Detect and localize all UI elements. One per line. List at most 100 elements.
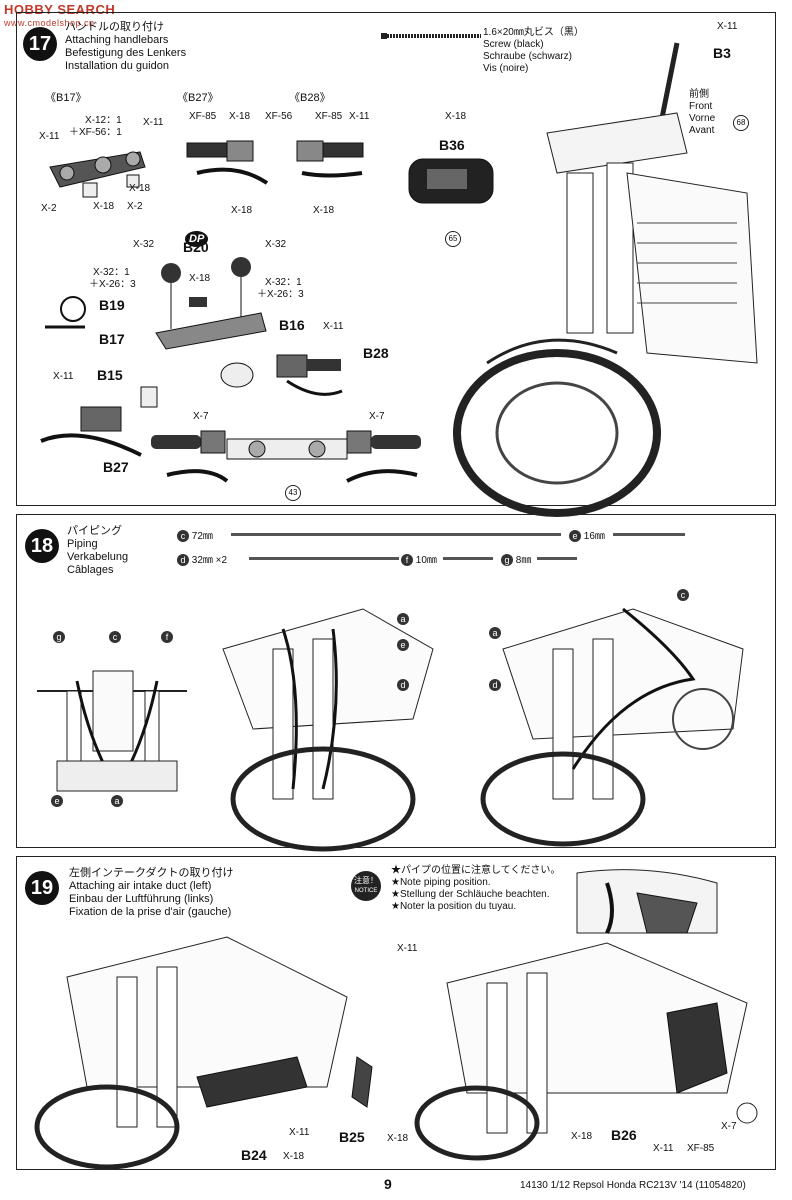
label-x7-b: X-7 — [369, 411, 385, 422]
product-code: 14130 1/12 Repsol Honda RC213V '14 (1105… — [520, 1180, 746, 1191]
front-jp: 前側 — [689, 89, 709, 100]
label-x11-b16: X-11 — [323, 321, 344, 332]
label-x18-b27b: X-18 — [231, 205, 253, 216]
label-x18-b25: X-18 — [387, 1133, 409, 1144]
title-en: Attaching handlebars — [65, 34, 169, 46]
front-de: Vorne — [689, 113, 716, 124]
title-de: Befestigung des Lenkers — [65, 47, 187, 59]
pipe-e-bar — [613, 533, 685, 536]
label-x32-1b: X-32：1 — [265, 277, 302, 288]
watermark: HOBBY SEARCH www.cmodelshop.cn — [4, 2, 116, 28]
pipe-g-letter: g — [501, 554, 513, 566]
pipe-f-letter: f — [401, 554, 413, 566]
label-x18-b17: X-18 — [93, 201, 115, 212]
front-fr: Avant — [689, 125, 715, 136]
label-x32-a: X-32 — [133, 239, 155, 250]
step-title: パイピング Piping Verkabelung Câblages — [67, 525, 128, 577]
pipe-f: f 10㎜ — [401, 551, 437, 566]
watermark-site: www.cmodelshop.cn — [4, 18, 95, 28]
pipe-c: c 72㎜ — [177, 527, 213, 542]
group-b27: 《B27》 — [177, 92, 219, 104]
title-jp: パイピング — [67, 525, 122, 537]
step-title: ハンドルの取り付け Attaching handlebars Befestigu… — [65, 21, 186, 73]
label-x7-a: X-7 — [193, 411, 209, 422]
marker-c-front: c — [109, 631, 121, 643]
pipe-d-bar — [249, 557, 399, 560]
title-jp: 左側インテークダクトの取り付け — [69, 867, 234, 879]
watermark-name: HOBBY SEARCH — [4, 2, 116, 17]
label-b27: B27 — [103, 459, 129, 475]
piping-detail-inset — [576, 869, 718, 934]
group-b17: 《B17》 — [45, 92, 87, 104]
screw-en: Screw (black) — [483, 39, 544, 50]
label-x11-b28: X-11 — [349, 111, 370, 122]
label-xf85-b28: XF-85 — [315, 111, 343, 122]
title-de: Verkabelung — [67, 551, 129, 563]
label-x32-1: X-32：1 — [93, 267, 130, 278]
pipe-f-bar — [443, 557, 493, 560]
step-number: 18 — [25, 529, 59, 563]
label-x18-b24: X-18 — [283, 1151, 305, 1162]
label-x18-b27: X-18 — [229, 111, 251, 122]
left-side-illustration — [222, 608, 434, 852]
screw-label: 1.6×20㎜丸ビス（黒） Screw (black) Schraube (sc… — [483, 27, 584, 75]
step-19-panel: 19 左側インテークダクトの取り付け Attaching air intake … — [16, 856, 776, 1170]
front-view-illustration — [37, 670, 187, 792]
group-b28: 《B28》 — [289, 92, 331, 104]
title-fr: Installation du guidon — [65, 60, 169, 72]
pipe-g-bar — [537, 557, 577, 560]
label-b36: B36 — [439, 137, 465, 153]
label-x11-top: X-11 — [717, 21, 738, 32]
label-b19: B19 — [99, 297, 125, 313]
screw-fr: Vis (noire) — [483, 63, 529, 74]
notice-en: NOTICE — [354, 888, 378, 894]
pipe-c-length: 72㎜ — [191, 531, 213, 542]
label-xf85-b27: XF-85 — [189, 111, 217, 122]
label-b25: B25 — [339, 1129, 365, 1145]
label-xf56-b28: XF-56 — [265, 111, 293, 122]
label-x11-top: X-11 — [397, 943, 418, 954]
title-fr: Câblages — [67, 564, 114, 576]
left-bike-illustration — [34, 936, 373, 1170]
label-xf56-1: ＋XF-56：1 — [69, 127, 122, 138]
step-number: 19 — [25, 871, 59, 905]
ref-65: 65 — [445, 231, 461, 247]
b27-lever — [40, 386, 158, 457]
pipe-g: g 8㎜ — [501, 551, 531, 566]
notice-badge: 注意！ NOTICE — [351, 871, 381, 901]
handlebar-assembly — [151, 430, 421, 483]
title-jp: ハンドルの取り付け — [65, 21, 164, 33]
label-x18-b36: X-18 — [445, 111, 467, 122]
label-x11-b26: X-11 — [653, 1143, 674, 1154]
marker-a-left: a — [397, 613, 409, 625]
front-en: Front — [689, 101, 713, 112]
label-b20: B20 — [183, 239, 209, 255]
label-x11-b17: X-11 — [143, 117, 164, 128]
b16-b28-parts — [220, 354, 343, 396]
label-x18-b28b: X-18 — [313, 205, 335, 216]
label-x11-b15: X-11 — [53, 371, 74, 382]
label-x18-b26: X-18 — [571, 1131, 593, 1142]
notice-text: ★パイプの位置に注意してください。 ★Note piping position.… — [391, 865, 560, 913]
label-x26-3: ＋X-26：3 — [89, 279, 136, 290]
label-b24: B24 — [241, 1147, 267, 1163]
label-b17: B17 — [99, 331, 125, 347]
marker-g: g — [53, 631, 65, 643]
marker-e-front: e — [51, 795, 63, 807]
marker-c-right: c — [677, 589, 689, 601]
triple-clamp-assembly — [155, 257, 267, 350]
marker-d-right: d — [489, 679, 501, 691]
marker-a-front: a — [111, 795, 123, 807]
marker-a-right: a — [489, 627, 501, 639]
pipe-f-length: 10㎜ — [415, 555, 437, 566]
front-label: 前側 Front Vorne Avant — [689, 89, 715, 137]
b36-part — [408, 158, 494, 204]
pipe-d-letter: d — [177, 554, 189, 566]
label-xf85-b26: XF-85 — [687, 1143, 715, 1154]
ref-68: 68 — [733, 115, 749, 131]
label-x11-b17b: X-11 — [39, 131, 60, 142]
notice-jp: 注意！ — [354, 876, 378, 885]
pipe-c-bar — [231, 533, 561, 536]
grips-small — [186, 140, 364, 185]
notice-line-jp: ★パイプの位置に注意してください。 — [391, 865, 561, 876]
